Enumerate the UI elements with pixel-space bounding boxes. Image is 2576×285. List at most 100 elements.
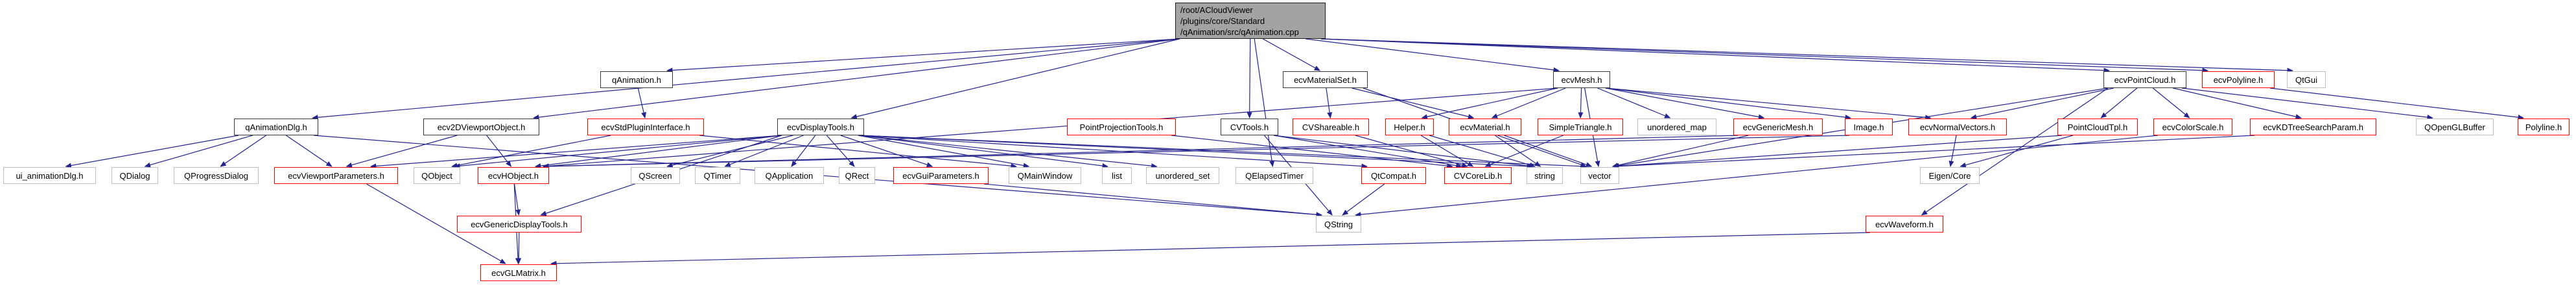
node-QScreen: QScreen	[631, 167, 680, 184]
node-Helper_h[interactable]: Helper.h	[1385, 119, 1434, 135]
node-label: Helper.h	[1394, 122, 1425, 132]
node-label: ecvWaveform.h	[1875, 219, 1934, 229]
edge-QtCompat_h-to-QString	[1342, 183, 1385, 216]
node-label: ecvMaterialSet.h	[1294, 74, 1357, 85]
node-label: QString	[1324, 219, 1353, 229]
root-node-label-line: /root/ACloudViewer	[1180, 5, 1253, 15]
node-label: ecv2DViewportObject.h	[437, 122, 526, 132]
node-Polyline_h[interactable]: Polyline.h	[2518, 119, 2570, 135]
node-ecvGuiParameters_h[interactable]: ecvGuiParameters.h	[893, 167, 989, 184]
edge-ecvPolyline_h-to-Polyline_h	[2269, 87, 2524, 120]
node-CVCoreLib_h[interactable]: CVCoreLib.h	[1444, 167, 1512, 184]
edge-root-to-ecvMesh_h	[1306, 38, 1560, 73]
node-label: ecvColorScale.h	[2162, 122, 2224, 132]
node-ecvViewportParameters_h[interactable]: ecvViewportParameters.h	[274, 167, 398, 184]
node-PointProjectionTools_h[interactable]: PointProjectionTools.h	[1067, 119, 1176, 135]
node-ecvPolyline_h[interactable]: ecvPolyline.h	[2202, 71, 2275, 88]
node-label: unordered_map	[1647, 122, 1707, 132]
edge-root-to-ecvMaterialSet_h	[1262, 38, 1321, 71]
node-ecv2DViewportObject_h[interactable]: ecv2DViewportObject.h	[423, 119, 539, 135]
node-CVShareable_h[interactable]: CVShareable.h	[1293, 119, 1369, 135]
node-ecvKDTreeSearchParam_h[interactable]: ecvKDTreeSearchParam.h	[2250, 119, 2376, 135]
edge-root-to-ecvPolyline_h	[1320, 38, 2208, 73]
node-label: CVCoreLib.h	[1453, 170, 1503, 181]
node-label: ecvPolyline.h	[2213, 74, 2264, 85]
node-label: ecvGenericDisplayTools.h	[471, 219, 568, 229]
node-label: list	[1112, 170, 1122, 181]
edge-root-to-ecv2DViewportObject_h	[533, 38, 1180, 120]
edge-ecvDisplayTools_h-to-list	[859, 135, 1108, 168]
node-label: QElapsedTimer	[1245, 170, 1304, 181]
node-label: unordered_set	[1155, 170, 1210, 181]
node-ecvGenericMesh_h[interactable]: ecvGenericMesh.h	[1733, 119, 1823, 135]
edge-ecvStdPluginInterface_h-to-QMainWindow	[699, 135, 1017, 169]
node-CVTools_h[interactable]: CVTools.h	[1221, 119, 1278, 135]
node-QElapsedTimer: QElapsedTimer	[1235, 167, 1313, 184]
edge-ecvDisplayTools_h-to-QRect	[826, 135, 855, 167]
node-ecvGenericDisplayTools_h[interactable]: ecvGenericDisplayTools.h	[457, 216, 581, 233]
node-label: ecvMesh.h	[1561, 74, 1602, 85]
edge-CVTools_h-to-CVCoreLib_h	[1273, 135, 1462, 168]
edge-root-to-qAnimation_h	[666, 38, 1180, 73]
edge-ecvGuiParameters_h-to-QString	[983, 183, 1322, 218]
node-qAnimationDlg_h[interactable]: qAnimationDlg.h	[234, 119, 318, 135]
node-QtCompat_h[interactable]: QtCompat.h	[1361, 167, 1426, 184]
node-ecvMaterialSet_h[interactable]: ecvMaterialSet.h	[1283, 71, 1368, 88]
edge-ecvMesh_h-to-ecvNormalVectors_h	[1605, 87, 1932, 120]
edge-ecvDisplayTools_h-to-ecvGuiParameters_h	[840, 135, 933, 168]
edge-Helper_h-to-CVCoreLib_h	[1420, 135, 1474, 167]
edge-ecvMesh_h-to-ecvGenericMesh_h	[1605, 87, 1765, 120]
node-label: Image.h	[1853, 122, 1884, 132]
edge-ecvMaterial_h-to-string	[1494, 135, 1541, 167]
edge-ecvDisplayTools_h-to-QApplication	[791, 135, 816, 167]
edge-root-to-QElapsedTimer	[1254, 38, 1275, 167]
node-QOpenGLBuffer: QOpenGLBuffer	[2416, 119, 2494, 135]
node-ecvStdPluginInterface_h[interactable]: ecvStdPluginInterface.h	[587, 119, 704, 135]
node-ecvMaterial_h[interactable]: ecvMaterial.h	[1449, 119, 1521, 135]
node-label: Polyline.h	[2525, 122, 2562, 132]
node-qAnimation_h[interactable]: qAnimation.h	[600, 71, 673, 88]
node-PointCloudTpl_h[interactable]: PointCloudTpl.h	[2057, 119, 2138, 135]
root-node-label-line: /plugins/core/Standard	[1180, 16, 1265, 26]
node-ecvMesh_h[interactable]: ecvMesh.h	[1553, 71, 1610, 88]
node-string: string	[1527, 167, 1563, 184]
node-ecvNormalVectors_h[interactable]: ecvNormalVectors.h	[1908, 119, 2007, 135]
node-label: QProgressDialog	[184, 170, 248, 181]
node-ecvColorScale_h[interactable]: ecvColorScale.h	[2153, 119, 2232, 135]
edge-ecv2DViewportObject_h-to-ecvViewportParameters_h	[345, 135, 458, 168]
node-label: QApplication	[765, 170, 814, 181]
node-ecvWaveform_h[interactable]: ecvWaveform.h	[1866, 216, 1943, 233]
node-label: vector	[1588, 170, 1611, 181]
edge-ecvDisplayTools_h-to-ecvViewportParameters_h	[369, 135, 782, 169]
edge-ecvNormalVectors_h-to-Eigen_Core	[1949, 135, 1957, 167]
node-ecvPointCloud_h[interactable]: ecvPointCloud.h	[2103, 71, 2186, 88]
edge-ecvMesh_h-to-Helper_h	[1421, 87, 1558, 120]
edge-PointCloudTpl_h-to-Eigen_Core	[1960, 135, 2074, 168]
edge-Helper_h-to-string	[1429, 135, 1536, 168]
node-QApplication: QApplication	[755, 167, 824, 184]
node-Image_h[interactable]: Image.h	[1845, 119, 1893, 135]
edge-root-to-ecvDisplayTools_h	[850, 38, 1180, 119]
node-unordered_map: unordered_map	[1637, 119, 1716, 135]
node-ecvGLMatrix_h[interactable]: ecvGLMatrix.h	[480, 264, 557, 281]
node-label: SimpleTriangle.h	[1549, 122, 1612, 132]
node-label: ecvGuiParameters.h	[902, 170, 979, 181]
node-SimpleTriangle_h[interactable]: SimpleTriangle.h	[1538, 119, 1623, 135]
node-root: /root/ACloudViewer/plugins/core/Standard…	[1175, 3, 1326, 39]
node-ecvDisplayTools_h[interactable]: ecvDisplayTools.h	[777, 119, 864, 135]
node-label: ecvDisplayTools.h	[786, 122, 855, 132]
node-ecvHObject_h[interactable]: ecvHObject.h	[478, 167, 549, 184]
node-QRect: QRect	[839, 167, 875, 184]
edge-qAnimationDlg_h-to-ui_animationDlg_h	[65, 135, 239, 168]
edge-qAnimationDlg_h-to-QDialog	[144, 135, 253, 168]
edge-ecvDisplayTools_h-to-QMainWindow	[858, 135, 1030, 168]
edge-ecvPointCloud_h-to-ecvNormalVectors_h	[1970, 87, 2114, 120]
node-QProgressDialog: QProgressDialog	[174, 167, 259, 184]
edge-root-to-ecvPointCloud_h	[1320, 38, 2110, 73]
edge-ecvPointCloud_h-to-PointCloudTpl_h	[2100, 87, 2138, 119]
node-label: CVShareable.h	[1302, 122, 1360, 132]
node-ui_animationDlg_h: ui_animationDlg.h	[3, 167, 96, 184]
node-QDialog: QDialog	[111, 167, 158, 184]
node-label: QScreen	[638, 170, 672, 181]
